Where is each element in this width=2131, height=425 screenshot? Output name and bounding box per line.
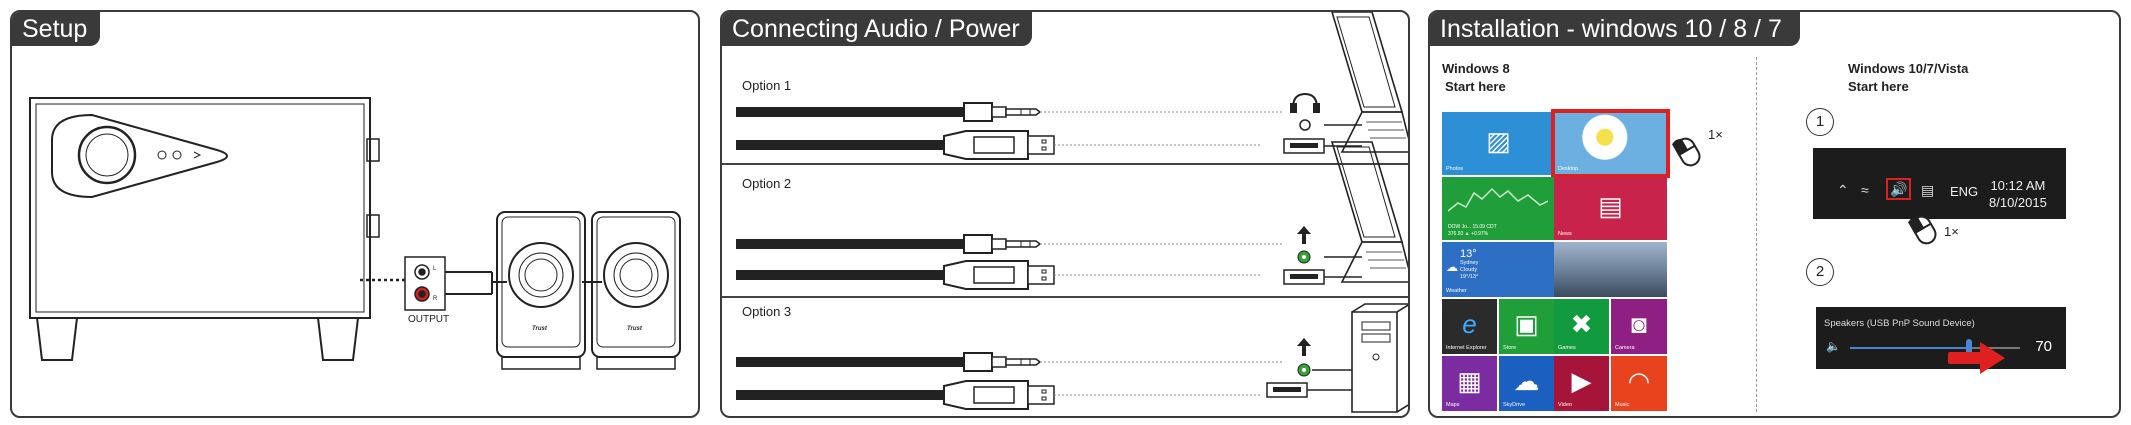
laptop-1	[1332, 12, 1410, 152]
mouse-click-icon	[1673, 134, 1703, 168]
headphone-icon	[1291, 94, 1319, 112]
output-label: OUTPUT	[408, 314, 449, 325]
right-mark: R	[433, 296, 438, 302]
tile-label: Weather	[1446, 288, 1467, 294]
tile-label: Games	[1558, 345, 1576, 351]
tile-label: Desktop	[1558, 166, 1578, 172]
tile-label: Internet Explorer	[1446, 345, 1487, 351]
tile-icon: ◙	[1611, 309, 1667, 339]
usb-cable-3	[736, 381, 1054, 409]
connect-illustration	[722, 12, 1410, 418]
cloud-icon: ☁	[1446, 260, 1458, 274]
start-tile[interactable]: ☁ SkyDrive	[1499, 356, 1554, 411]
setup-illustration: L R OUTPUT Trust Trust	[12, 12, 700, 418]
start-tile[interactable]: ◠ Music	[1611, 356, 1667, 411]
finance-tile-text: DOW Jo... 15.09 CDT	[1448, 224, 1497, 230]
start-tile[interactable]	[1554, 242, 1667, 297]
start-tile[interactable]: ▶ Video	[1554, 356, 1609, 411]
desktop-tower	[1352, 304, 1410, 412]
tile-label: Photos	[1446, 166, 1463, 172]
photos-icon: ▨	[1442, 126, 1555, 156]
setup-panel: Setup	[10, 10, 700, 418]
start-tile[interactable]: ▣ Store	[1499, 299, 1554, 354]
tile-icon: ▶	[1554, 366, 1609, 396]
start-tile[interactable]: Photos ▨	[1442, 112, 1555, 175]
tile-label: Store	[1503, 345, 1516, 351]
tile-label: Camera	[1615, 345, 1635, 351]
start-tile[interactable]: News ▤	[1554, 177, 1667, 240]
tile-icon: ☁	[1499, 366, 1554, 396]
audio-cable-1	[736, 103, 1040, 121]
laptop-2	[1332, 142, 1410, 282]
tile-icon: ▦	[1442, 366, 1497, 396]
tile-icon: ✖	[1554, 309, 1609, 339]
audio-cable-3	[736, 353, 1040, 371]
speaker-left	[497, 212, 585, 369]
audio-out-icon	[1297, 338, 1311, 356]
start-tile[interactable]: Desktop	[1554, 112, 1667, 175]
speaker-brand-left: Trust	[532, 326, 548, 332]
usb-cable-2	[736, 261, 1054, 289]
install-panel: Installation - windows 10 / 8 / 7 Window…	[1428, 10, 2121, 418]
tile-label: News	[1558, 231, 1572, 237]
start-tile[interactable]: ▦ Maps	[1442, 356, 1497, 411]
subwoofer	[30, 98, 379, 360]
tile-icon: ▣	[1499, 309, 1554, 339]
tile-icon: e	[1442, 309, 1497, 339]
audio-port-1	[1300, 120, 1310, 130]
tile-icon: ◠	[1611, 366, 1667, 396]
tile-label: Video	[1558, 402, 1572, 408]
tile-label: SkyDrive	[1503, 402, 1525, 408]
news-icon: ▤	[1554, 191, 1667, 221]
mouse-click-icon	[1909, 212, 1939, 246]
speaker-brand-right: Trust	[627, 326, 643, 332]
finance-chart-icon	[1448, 181, 1548, 221]
tile-label: Maps	[1446, 402, 1459, 408]
connect-panel: Connecting Audio / Power Option 1 Option…	[720, 10, 1410, 418]
finance-tile-text: 376.93 ▲ +0.97%	[1448, 231, 1488, 237]
tile-label: Music	[1615, 402, 1629, 408]
start-tile[interactable]: ◙ Camera	[1611, 299, 1667, 354]
speaker-right	[592, 212, 680, 369]
audio-out-icon	[1297, 226, 1311, 244]
red-arrow-icon	[1948, 342, 2005, 374]
audio-cable-2	[736, 235, 1040, 253]
start-tile[interactable]: ✖ Games	[1554, 299, 1609, 354]
left-mark: L	[433, 266, 437, 272]
usb-cable-1	[736, 131, 1054, 159]
